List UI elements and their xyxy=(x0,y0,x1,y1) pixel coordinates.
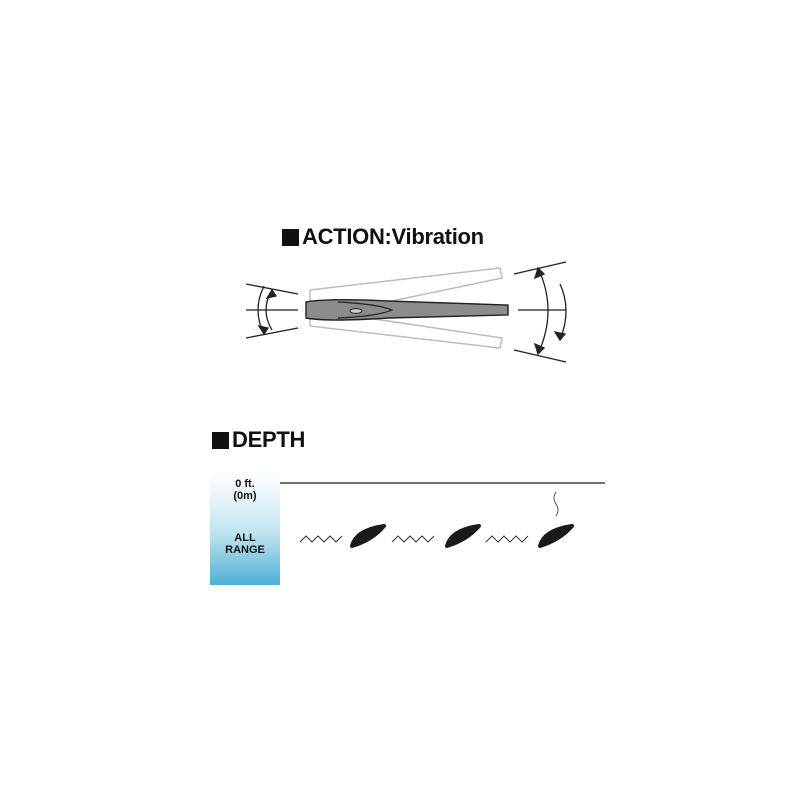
lure-silhouette-3 xyxy=(538,524,574,548)
right-wobble-arrows-icon xyxy=(513,261,567,363)
depth-heading: DEPTH xyxy=(212,427,305,453)
square-bullet-icon xyxy=(212,431,229,449)
range-line-1: ALL xyxy=(234,532,256,544)
range-line-2: RANGE xyxy=(225,544,265,556)
lure-body xyxy=(305,299,509,321)
zigzag-path-3 xyxy=(485,535,529,543)
action-title: ACTION:Vibration xyxy=(302,224,484,249)
lure-action-diagram xyxy=(245,261,567,363)
lure-silhouette-1 xyxy=(350,524,386,548)
surface-meters: (0m) xyxy=(233,490,257,502)
lure-eye-icon xyxy=(349,308,363,314)
square-bullet-icon xyxy=(282,228,299,246)
zigzag-path-1 xyxy=(299,535,343,543)
depth-title: DEPTH xyxy=(232,427,306,452)
lure-silhouette-2 xyxy=(445,524,481,548)
range-depth-label: ALL RANGE xyxy=(210,532,280,556)
action-heading: ACTION:Vibration xyxy=(282,224,484,250)
left-wobble-arrows-icon xyxy=(245,283,299,339)
zigzag-path-2 xyxy=(391,535,435,543)
depth-water-column: 0 ft. (0m) ALL RANGE xyxy=(210,470,280,585)
fishing-line-icon xyxy=(553,491,559,517)
surface-feet: 0 ft. xyxy=(235,478,255,490)
depth-diagram xyxy=(280,482,605,548)
surface-depth-label: 0 ft. (0m) xyxy=(210,478,280,502)
